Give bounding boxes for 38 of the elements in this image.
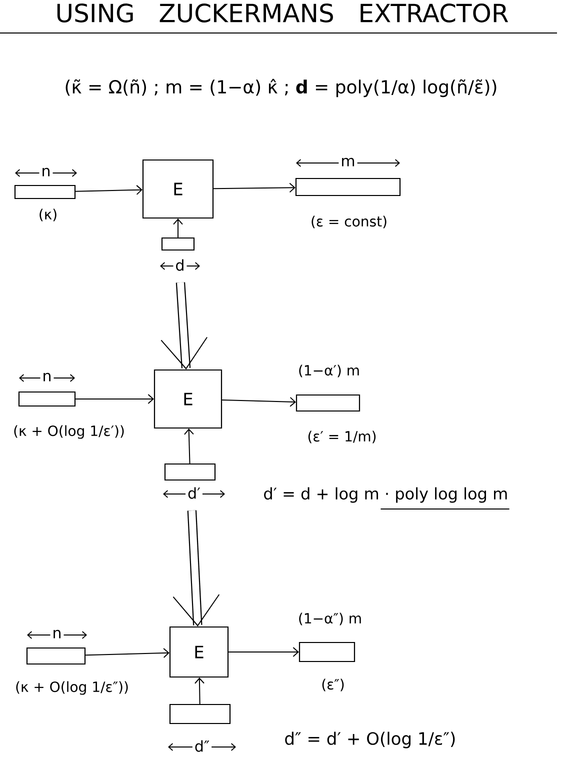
bar	[298, 642, 356, 662]
bar	[295, 178, 401, 196]
process-box: E	[142, 159, 214, 219]
dimension-label: d	[173, 259, 187, 271]
dimension-label: d″	[192, 740, 212, 752]
dimension-label: n	[50, 630, 64, 638]
node-label: (1−α′) m	[299, 364, 359, 378]
node-label: (ε′ = 1/m)	[308, 430, 376, 444]
arrow	[213, 182, 296, 193]
arrow	[75, 184, 142, 195]
node-label: (κ + O(log 1/ε′))	[14, 425, 124, 439]
node-label: (1−α″) m	[299, 612, 361, 626]
bar	[296, 394, 360, 412]
equation: d′ = d + log m · poly log log m	[264, 487, 507, 503]
arrow	[194, 678, 204, 704]
process-box: E	[169, 626, 229, 678]
arrow	[85, 648, 170, 658]
bar	[26, 647, 86, 665]
node-label: (ε″)	[322, 678, 344, 692]
dimension-label: m	[338, 158, 358, 166]
dimension-label: n	[40, 372, 54, 382]
node-label: (κ)	[40, 208, 56, 222]
bar	[18, 391, 76, 407]
node-label: (κ + O(log 1/ε″))	[16, 681, 128, 695]
arrow	[75, 394, 154, 404]
node-label: (ε = const)	[312, 216, 386, 228]
dimension-label: n	[39, 168, 53, 176]
arrow	[222, 396, 296, 407]
process-box: E	[154, 369, 222, 429]
equation: (κ̃ = Ω(ñ) ; m = (1−α) κ̂ ; d = poly(1/α) log(ñ/ε̃))	[66, 78, 496, 98]
double-arrow	[172, 510, 220, 626]
bar	[14, 184, 76, 200]
equation: d″ = d′ + O(log 1/ε″)	[285, 732, 455, 748]
arrow	[228, 647, 299, 657]
arrow	[173, 218, 183, 238]
dimension-label: d′	[186, 487, 202, 499]
arrow	[184, 428, 194, 464]
title: USING ZUCKERMANS EXTRACTOR	[57, 4, 508, 22]
